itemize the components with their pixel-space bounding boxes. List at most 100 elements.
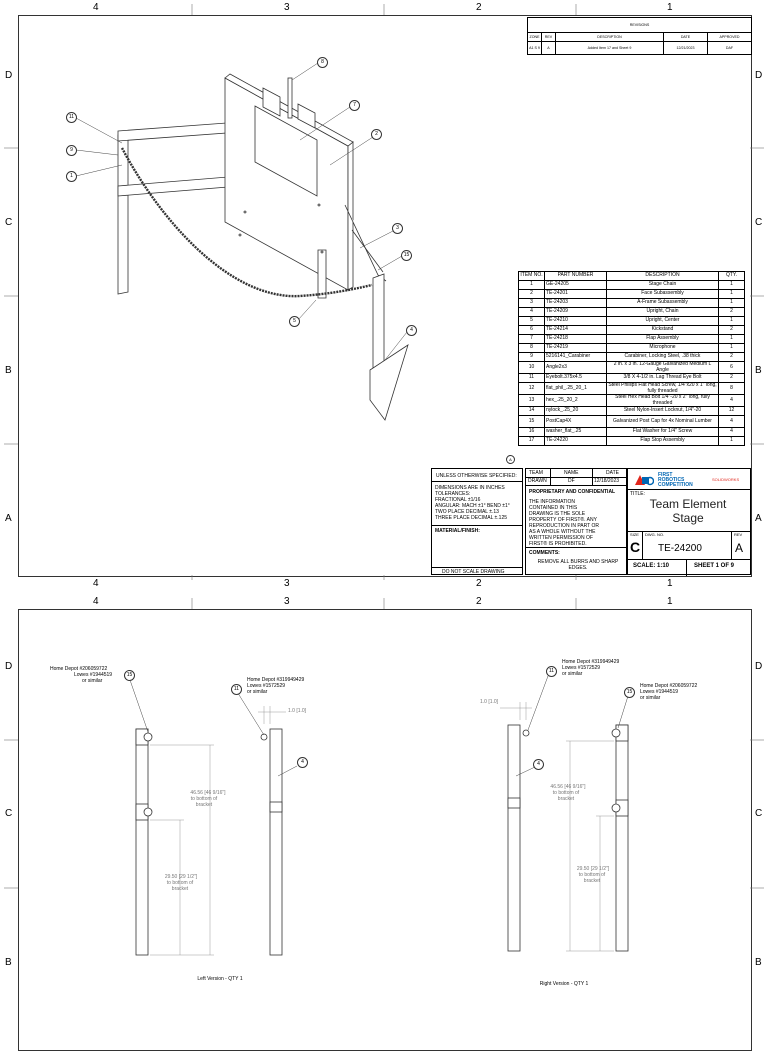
tol-fractional: FRACTIONAL ±1/16	[435, 497, 481, 503]
bom-cell: 14	[518, 406, 545, 416]
right-dim-low: 29.50 [29 1/2"]	[576, 866, 610, 872]
zone2-left-C: C	[5, 808, 13, 819]
callout-11-right: 11	[546, 666, 557, 677]
title-block-mid: TEAM NAME DATE DRAWN DF 12/18/2023 PROPR…	[525, 468, 627, 575]
first-logo-icon	[634, 474, 654, 486]
bom-cell: 1	[718, 316, 745, 326]
revisions-table: REVISIONS ZONE REV DESCRIPTION DATE APPR…	[526, 17, 753, 55]
bom-cell: 8	[518, 343, 545, 353]
bom-cell: 12	[718, 406, 745, 416]
callout-4: 4	[406, 325, 417, 336]
rev-value: A	[735, 541, 744, 555]
rev-header-approved: APPROVED	[706, 32, 753, 42]
zone-right-B: B	[755, 365, 762, 376]
bom-cell: Carabiner, Locking Steel, .38 thick	[606, 352, 719, 362]
callout-5: 5	[289, 316, 300, 327]
drawing-title: Team Element Stage	[649, 497, 727, 525]
left-post-cap-hd: Home Depot #206059722	[50, 666, 108, 672]
drawn-date: 12/18/2023	[594, 478, 620, 484]
zone-right-C: C	[755, 217, 763, 228]
bom-cell: flat_phil_.25_20_1	[544, 382, 607, 395]
comments-label: COMMENTS:	[529, 550, 560, 556]
bom-cell: 6	[718, 361, 745, 374]
bom-cell: 4	[718, 427, 745, 437]
zone2-right-C: C	[755, 808, 763, 819]
title-block-left: UNLESS OTHERWISE SPECIFIED: DIMENSIONS A…	[431, 468, 523, 575]
size-label: SIZE	[630, 532, 639, 537]
bom-cell: 5216141_Carabiner	[544, 352, 607, 362]
bom-cell: 16	[518, 427, 545, 437]
zone-top-1: 1	[667, 2, 673, 13]
bom-cell: Galvanized Post Cap for 4x Nominal Lumbe…	[606, 415, 719, 428]
rev-header-description: DESCRIPTION	[555, 32, 664, 42]
zone-left-A: A	[5, 513, 12, 524]
zone-bottom-2: 2	[476, 578, 482, 589]
bom-cell: Eyebolt.375x4.5	[544, 373, 607, 383]
bom-cell: washer_flat_.25	[544, 427, 607, 437]
do-not-scale: DO NOT SCALE DRAWING	[442, 569, 505, 575]
bom-cell: Stage Chain	[606, 280, 719, 290]
bom-cell: 9	[518, 352, 545, 362]
bom-cell: Upright, Center	[606, 316, 719, 326]
logo-first: FIRST	[658, 472, 673, 478]
bom-cell: 13	[518, 394, 545, 407]
left-eyebolt-lowes: Lowes #1572529	[247, 683, 286, 689]
bom-cell: 8	[718, 382, 745, 395]
left-eyebolt-similar: or similar	[247, 689, 268, 695]
revisions-title: REVISIONS	[526, 17, 753, 33]
left-dim-low-sub: to bottom of bracket	[166, 880, 194, 892]
bom-cell: Flap Assembly	[606, 334, 719, 344]
tol-two-place: TWO PLACE DECIMAL ±.13	[435, 509, 499, 515]
proprietary-title: PROPRIETARY AND CONFIDENTIAL	[529, 489, 616, 495]
rev-header-date: DATE	[663, 32, 708, 42]
right-eyebolt-lowes: Lowes #1572529	[562, 665, 601, 671]
callout-3: 3	[392, 223, 403, 234]
left-post-cap-similar: or similar	[82, 678, 103, 684]
bom-cell: 3	[518, 298, 545, 308]
bom-cell: 4	[718, 415, 745, 428]
sheet-number: SHEET 1 OF 9	[694, 563, 735, 569]
bom-cell: Face Subassembly	[606, 289, 719, 299]
bom-cell: TE-24214	[544, 325, 607, 335]
rev-approved: DAF	[706, 41, 753, 55]
bom-cell: 1	[718, 436, 745, 446]
bom-cell: A-Frame Subassembly	[606, 298, 719, 308]
bom-cell: 15	[518, 415, 545, 428]
bom-cell: TE-24210	[544, 316, 607, 326]
rev-header-zone: ZONE	[527, 32, 542, 42]
zone-left-D: D	[5, 70, 13, 81]
bom-cell: 1	[718, 289, 745, 299]
drawn-label: DRAWN	[528, 478, 547, 484]
callout-7: 7	[349, 100, 360, 111]
isometric-view	[4, 4, 764, 580]
bom-cell: Flap Stop Assembly	[606, 436, 719, 446]
bom-cell: 2	[718, 307, 745, 317]
bom-cell: TE-24218	[544, 334, 607, 344]
bom-cell: 10	[518, 361, 545, 374]
bom-cell: 1	[718, 334, 745, 344]
tol-three-place: THREE PLACE DECIMAL ±.125	[435, 515, 508, 521]
right-dim-low-sub: to bottom of bracket	[578, 872, 606, 884]
bom-cell: 3/8 X 4-1/2 in. Lag Thread Eye Bolt	[606, 373, 719, 383]
bom-cell: nylock_.25_20	[544, 406, 607, 416]
name-label: NAME	[564, 470, 579, 476]
right-dim-top: 46.56 [46 9/16"]	[550, 784, 586, 790]
zone-top-4: 4	[93, 2, 99, 13]
bom-cell: 1	[518, 280, 545, 290]
bom-cell: 2 in. x 3 in. 12-Gauge Galvanized Medium…	[606, 361, 719, 374]
bom-cell: 4	[718, 394, 745, 407]
bom-header-cell: DESCRIPTION	[606, 271, 719, 281]
callout-11: 11	[66, 112, 77, 123]
sheet-2: 4 3 2 1 D C B D C B	[0, 594, 768, 1051]
bom-cell: Steel Phillips Flat Head Screw, 1/4"x20 …	[606, 382, 719, 395]
